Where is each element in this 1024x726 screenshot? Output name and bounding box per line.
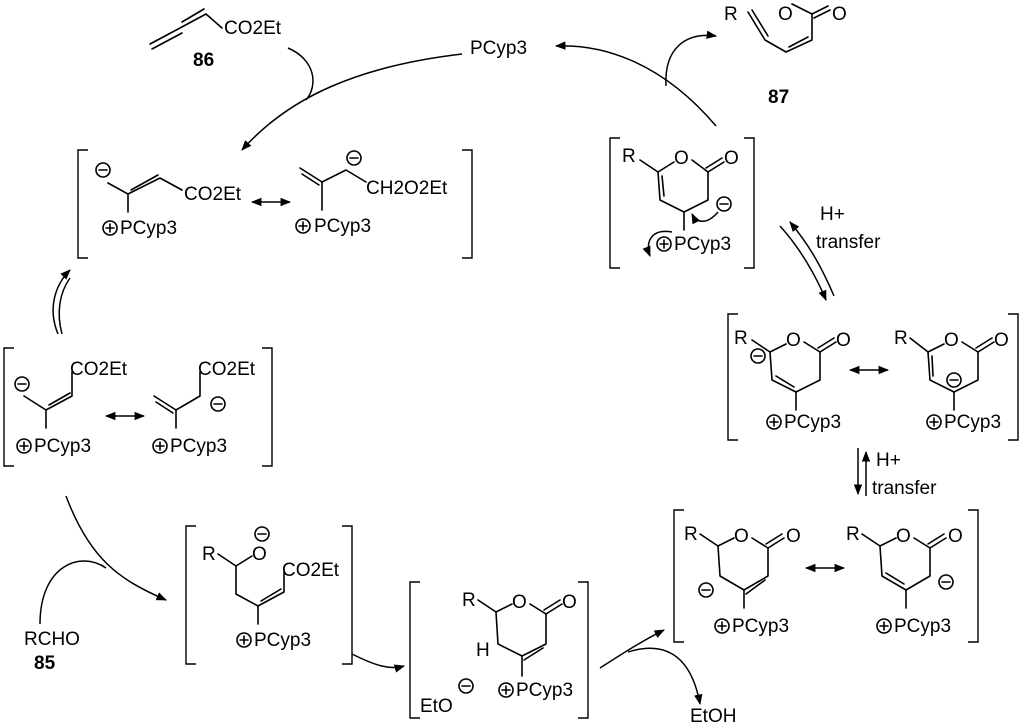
ethanol-label: EtOH — [690, 706, 736, 726]
ring-oxygen-label: O — [896, 526, 911, 547]
allenoate-86: CO2Et 86 — [149, 8, 282, 71]
lactone-enolate-pair-upper: R O O PCyp3 R O O PCyp3 — [727, 313, 1019, 441]
carbonyl-oxygen-label: O — [994, 330, 1009, 351]
pcyp3-label: PCyp3 — [120, 218, 177, 239]
compound-87-number: 87 — [768, 87, 789, 108]
ch2o2et-label: CH2O2Et — [366, 178, 448, 199]
h-plus-label: H+ — [820, 204, 845, 225]
zwitterion-a: CO2Et PCyp3 CH2O2Et PCyp3 — [77, 149, 473, 259]
pcyp3-label: PCyp3 — [254, 630, 311, 651]
co2et-label: CO2Et — [70, 359, 128, 380]
carbonyl-oxygen-label: O — [786, 526, 801, 547]
carbonyl-oxygen-label: O — [724, 148, 739, 169]
alkoxide-intermediate: R O CO2Et PCyp3 — [185, 525, 353, 665]
carbonyl-oxygen-label: O — [562, 592, 577, 613]
pcyp3-label: PCyp3 — [170, 436, 227, 457]
r-group-label: R — [622, 146, 636, 167]
compound-85-number: 85 — [34, 653, 56, 674]
ring-oxygen-label: O — [674, 148, 689, 169]
ring-oxygen-label: O — [944, 330, 959, 351]
r-group-label: R — [724, 4, 738, 25]
r-group-label: R — [894, 328, 908, 349]
r-group-label: R — [734, 328, 748, 349]
elimination-intermediate: R O O PCyp3 — [609, 137, 755, 269]
transfer-label: transfer — [816, 232, 881, 253]
hydrogen-label: H — [476, 640, 490, 661]
ring-oxygen-label: O — [778, 4, 793, 25]
pcyp3-label: PCyp3 — [516, 680, 573, 701]
transfer-label: transfer — [872, 478, 937, 499]
lactone-enolate-pair-lower: R O O PCyp3 R O O PCyp3 — [673, 509, 979, 643]
h-plus-label: H+ — [876, 450, 901, 471]
pcyp3-label: PCyp3 — [314, 216, 371, 237]
r-group-label: R — [462, 590, 476, 611]
zwitterion-b: CO2Et PCyp3 CO2Et PCyp3 — [3, 347, 273, 467]
pcyp3-label: PCyp3 — [674, 234, 731, 255]
ethoxide-label: EtO — [420, 696, 453, 717]
cyclized-lactone-intermediate: R O O H PCyp3 EtO — [409, 581, 589, 719]
carbonyl-oxygen-label: O — [836, 330, 851, 351]
reaction-arrows — [39, 30, 871, 706]
co2et-label: CO2Et — [224, 18, 282, 39]
pcyp3-label: PCyp3 — [944, 412, 1001, 433]
rcho-label: RCHO — [24, 629, 80, 650]
r-group-label: R — [684, 524, 698, 545]
carbonyl-oxygen-label: O — [832, 4, 847, 25]
r-group-label: R — [846, 524, 860, 545]
pcyp3-label: PCyp3 — [784, 412, 841, 433]
pcyp3-label: PCyp3 — [34, 436, 91, 457]
pyrone-87: R O O 87 — [724, 3, 847, 108]
pcyp3-label: PCyp3 — [732, 616, 789, 637]
ring-oxygen-label: O — [512, 592, 527, 613]
co2et-label: CO2Et — [282, 560, 340, 581]
alkoxide-oxygen-label: O — [252, 544, 267, 565]
co2et-label: CO2Et — [184, 184, 242, 205]
r-group-label: R — [202, 544, 216, 565]
compound-86-number: 86 — [193, 50, 214, 71]
carbonyl-oxygen-label: O — [948, 526, 963, 547]
pcyp3-label: PCyp3 — [894, 616, 951, 637]
co2et-label: CO2Et — [198, 359, 256, 380]
pcyp3-catalyst-label: PCyp3 — [470, 38, 527, 59]
ring-oxygen-label: O — [786, 330, 801, 351]
ring-oxygen-label: O — [734, 526, 749, 547]
